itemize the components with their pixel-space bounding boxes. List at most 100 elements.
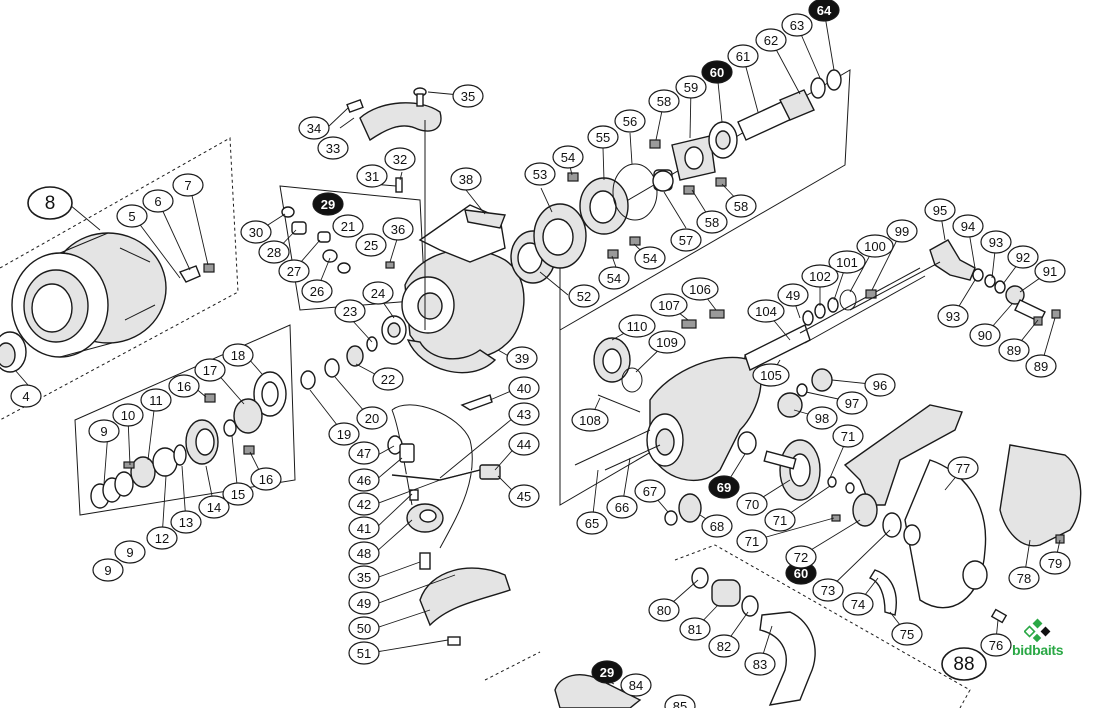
callout-96: 96 [864,373,896,397]
callout-bubble [348,616,380,640]
callout-72: 72 [785,545,817,569]
callout-bubble [828,250,866,274]
callout-bubble [508,484,540,508]
callout-bubble [634,479,666,503]
callout-label: 33 [326,141,340,156]
callout-99: 99 [886,219,918,243]
callout-bubble [941,647,987,681]
callout-label: 66 [615,500,629,515]
callout-label: 93 [946,309,960,324]
callout-bubble [250,467,282,491]
callout-bubble [508,432,540,456]
callout-56: 56 [614,109,646,133]
callout-label: 95 [933,203,947,218]
callout-label: 11 [149,393,163,408]
callout-bubble [168,374,200,398]
callout-63: 63 [781,13,813,37]
callout-bubble [362,281,394,305]
callout-label: 73 [821,583,835,598]
callout-label: 29 [321,197,335,212]
callout-58: 58 [696,210,728,234]
callout-36: 36 [382,217,414,241]
callout-label: 53 [533,167,547,182]
callout-50: 50 [348,616,380,640]
callout-bubble [708,475,740,499]
callout-107: 107 [650,293,688,317]
callout-label: 91 [1043,264,1057,279]
callout-bubble [1008,566,1040,590]
callout-9: 9 [114,540,146,564]
callout-bubble [524,162,556,186]
callout-label: 89 [1034,359,1048,374]
bidbaits-logo: bidbaits [1010,618,1070,662]
callout-label: 49 [786,288,800,303]
callout-label: 82 [717,639,731,654]
callout-bubble [348,641,380,665]
callout-74: 74 [842,592,874,616]
callout-30: 30 [240,220,272,244]
callout-label: 64 [817,3,832,18]
callout-label: 41 [357,521,371,536]
callout-label: 97 [845,396,859,411]
callout-60: 60 [701,60,733,84]
callout-bubble [142,189,174,213]
callout-bubble [648,330,686,354]
callout-label: 85 [673,699,687,708]
callout-label: 45 [517,489,531,504]
callout-80: 80 [648,598,680,622]
callout-6: 6 [142,189,174,213]
bail-arm-parts [90,87,525,646]
callout-bubble [348,591,380,615]
callout-label: 28 [267,245,281,260]
callout-bubble [808,0,840,22]
callout-bubble [832,424,864,448]
callout-bubble [606,495,638,519]
callout-label: 98 [815,411,829,426]
callout-bubble [222,343,254,367]
callout-bubble [947,456,979,480]
callout-label: 9 [104,563,111,578]
callout-label: 99 [895,224,909,239]
callout-bubble [170,510,202,534]
callout-bubble [998,338,1030,362]
callout-42: 42 [348,492,380,516]
callout-label: 26 [310,284,324,299]
callout-15: 15 [222,482,254,506]
callout-61: 61 [727,44,759,68]
callout-102: 102 [801,264,839,288]
callout-label: 23 [343,304,357,319]
callout-53: 53 [524,162,556,186]
callout-bubble [172,173,204,197]
callout-16: 16 [250,467,282,491]
callout-bubble [334,299,366,323]
callout-label: 54 [607,271,621,286]
callout-label: 10 [121,408,135,423]
callout-bubble [747,299,785,323]
callout-73: 73 [812,578,844,602]
callout-81: 81 [679,617,711,641]
callout-bubble [664,694,696,708]
callout-29: 29 [591,660,623,684]
callout-98: 98 [806,406,838,430]
callout-bubble [328,422,360,446]
callout-label: 93 [989,235,1003,250]
callout-101: 101 [828,250,866,274]
callout-12: 12 [146,526,178,550]
callout-92: 92 [1007,245,1039,269]
callout-label: 92 [1016,250,1030,265]
callout-91: 91 [1034,259,1066,283]
part-callouts: 8884567999101112131415161617181920212223… [10,0,1071,708]
callout-71: 71 [764,508,796,532]
callout-bubble [842,592,874,616]
callout-106: 106 [681,277,719,301]
callout-bubble [736,529,768,553]
callout-bubble [836,391,868,415]
callout-label: 62 [764,33,778,48]
callout-109: 109 [648,330,686,354]
callout-47: 47 [348,441,380,465]
callout-label: 52 [577,289,591,304]
callout-label: 75 [900,627,914,642]
callout-bubble [670,228,702,252]
callout-label: 30 [249,225,263,240]
